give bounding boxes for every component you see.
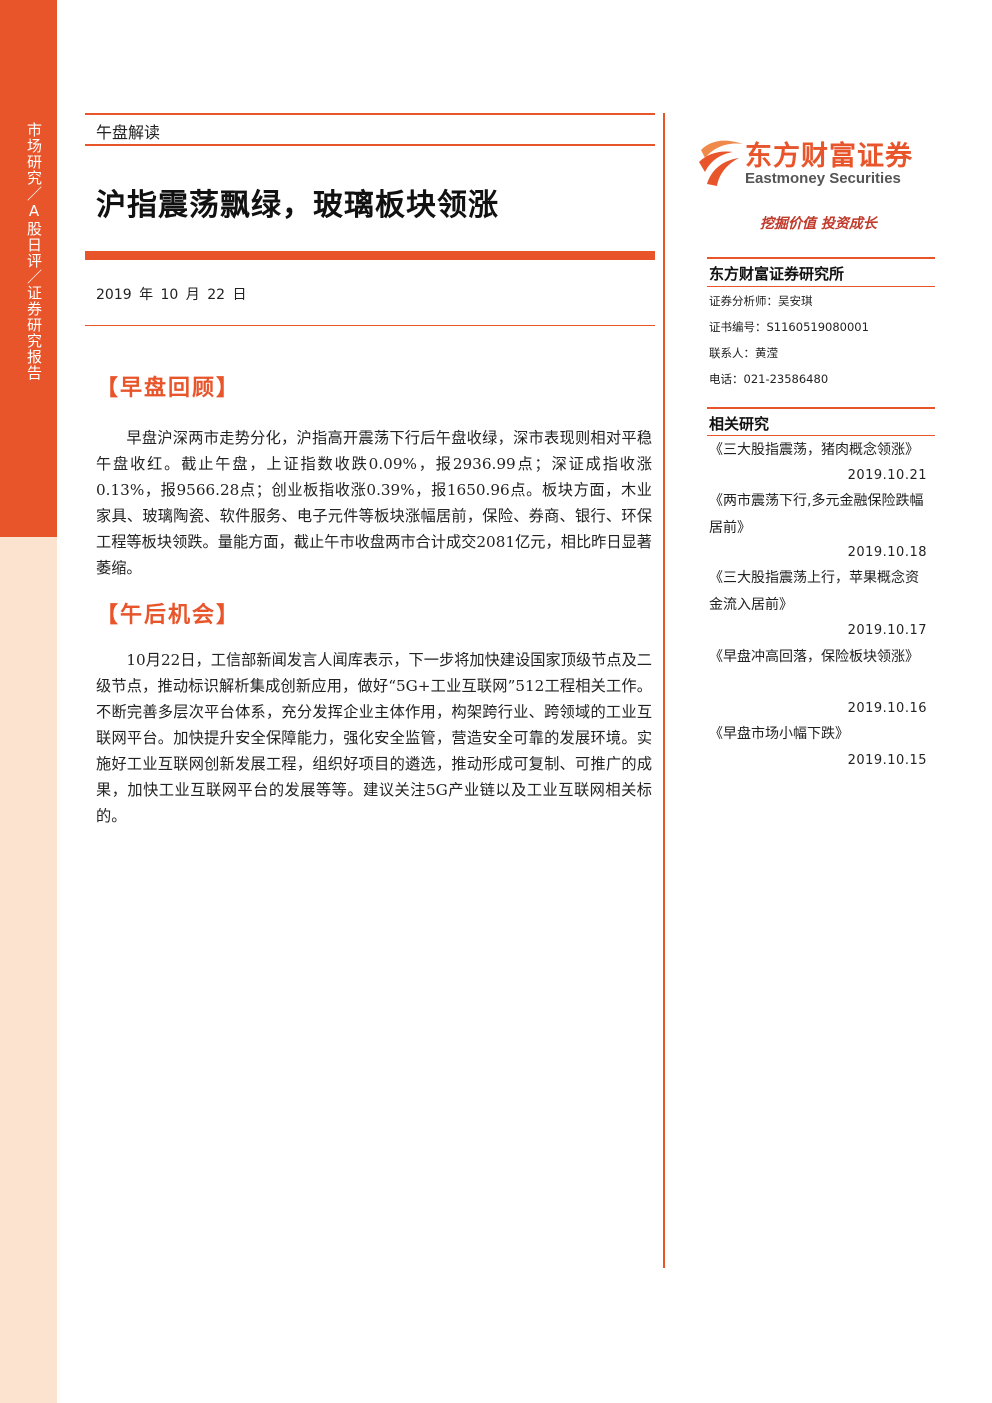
sidebar-band-bottom <box>0 537 57 1403</box>
contact-phone: 电话：021-23586480 <box>709 372 829 386</box>
cert-number: 证书编号：S1160519080001 <box>709 320 869 334</box>
related-item-date: 2019.10.17 <box>847 623 927 638</box>
related-rule-top <box>707 407 935 409</box>
sidebar-category: 市场研究／A股日评／证券研究报告 <box>25 122 43 381</box>
column-divider <box>663 113 665 1268</box>
header-rule-mid <box>85 144 655 146</box>
analyst-name: 证券分析师：吴安琪 <box>709 294 813 308</box>
related-title: 相关研究 <box>709 415 770 433</box>
report-type: 午盘解读 <box>96 123 161 142</box>
section-heading-afternoon-opportunity: 【午后机会】 <box>96 602 241 628</box>
related-item[interactable]: 《早盘市场小幅下跌》 <box>709 726 849 742</box>
related-item-date: 2019.10.18 <box>847 545 927 560</box>
brand-name-en: Eastmoney Securities <box>745 170 901 187</box>
sidebar-band-top <box>0 0 57 537</box>
brand-name-cn: 东方财富证券 <box>745 141 913 172</box>
brand-logo: 东方财富证券 Eastmoney Securities <box>697 130 942 190</box>
related-item[interactable]: 《三大股指震荡，猪肉概念领涨》 <box>709 442 919 458</box>
title-rule <box>85 251 655 260</box>
related-item[interactable]: 《三大股指震荡上行，苹果概念资金流入居前》 <box>709 570 919 613</box>
institute-rule-top <box>707 257 935 259</box>
brand-slogan: 挖掘价值 投资成长 <box>760 216 877 232</box>
page-title: 沪指震荡飘绿，玻璃板块领涨 <box>96 188 499 223</box>
related-item-date: 2019.10.21 <box>847 468 927 483</box>
section-heading-morning-review: 【早盘回顾】 <box>96 375 241 401</box>
section-body-afternoon-opportunity: 10月22日，工信部新闻发言人闻库表示，下一步将加快建设国家顶级节点及二级节点，… <box>96 651 652 825</box>
header-rule-top <box>85 113 655 115</box>
related-item[interactable]: 《两市震荡下行,多元金融保险跌幅居前》 <box>709 493 924 536</box>
flame-logo-icon <box>699 140 743 186</box>
contact-person: 联系人：黄滢 <box>709 346 778 360</box>
related-rule-bottom <box>707 435 935 436</box>
date-rule <box>85 325 655 326</box>
section-body-morning-review: 早盘沪深两市走势分化，沪指高开震荡下行后午盘收绿，深市表现则相对平稳午盘收红。截… <box>96 429 652 577</box>
report-date: 2019 年 10 月 22 日 <box>96 287 247 303</box>
related-item-date: 2019.10.15 <box>847 753 927 768</box>
institute-rule-bottom <box>707 286 935 287</box>
related-item[interactable]: 《早盘冲高回落，保险板块领涨》 <box>709 649 919 665</box>
institute-title: 东方财富证券研究所 <box>709 265 845 283</box>
related-item-date: 2019.10.16 <box>847 701 927 716</box>
